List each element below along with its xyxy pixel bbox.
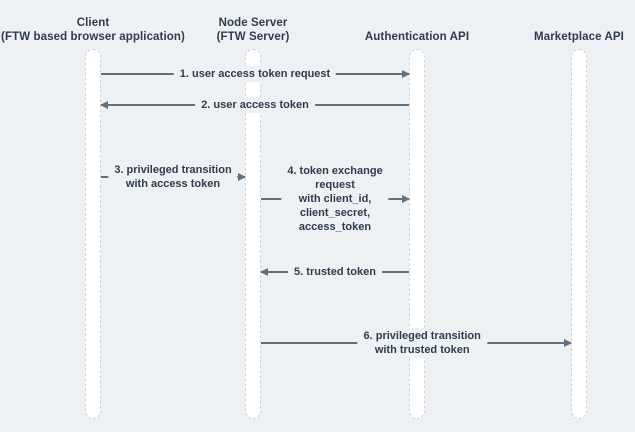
lifeline-marketplace-api xyxy=(571,49,587,419)
participant-marketplace-api-name: Marketplace API xyxy=(534,31,624,43)
message-4-arrowhead-icon xyxy=(402,195,410,203)
participant-node-server: Node Server (FTW Server) xyxy=(217,12,290,44)
participant-authentication-api-name: Authentication API xyxy=(364,31,470,43)
message-3-label: 3. privileged transition with access tok… xyxy=(108,162,238,192)
message-2: 2. user access token xyxy=(100,97,409,113)
lifeline-node-server xyxy=(245,49,261,419)
message-4: 4. token exchange request with client_id… xyxy=(261,163,410,235)
message-2-arrowhead-icon xyxy=(100,101,108,109)
participant-client-subtitle: (FTW based browser application) xyxy=(1,31,185,43)
message-3-label-line: with access token xyxy=(125,178,221,190)
lifeline-client xyxy=(85,49,101,419)
message-5: 5. trusted token xyxy=(260,264,409,280)
participant-authentication-api: Authentication API xyxy=(365,12,469,44)
message-2-label: 2. user access token xyxy=(195,97,315,113)
message-6-label: 6. privileged transition with trusted to… xyxy=(357,328,487,358)
message-6-label-line: 6. privileged transition xyxy=(363,330,481,342)
participant-client-name: Client xyxy=(76,17,110,29)
lifeline-authentication-api xyxy=(409,49,425,419)
message-4-label-line: access_token xyxy=(298,221,372,233)
participant-client: Client (FTW based browser application) xyxy=(1,12,185,44)
participant-node-server-name: Node Server xyxy=(218,17,288,29)
message-6-arrowhead-icon xyxy=(564,339,572,347)
message-6: 6. privileged transition with trusted to… xyxy=(261,328,572,358)
message-5-label-line: 5. trusted token xyxy=(294,266,376,278)
message-1-label-line: 1. user access token request xyxy=(179,68,331,80)
message-3-arrowhead-icon xyxy=(238,173,246,181)
message-3: 3. privileged transition with access tok… xyxy=(101,162,246,192)
message-4-label-line: request xyxy=(315,179,355,191)
message-1-arrowhead-icon xyxy=(402,70,410,78)
message-4-label-line: client_secret, xyxy=(299,207,371,219)
message-4-label-line: 4. token exchange xyxy=(287,165,383,177)
message-4-label-line: with client_id, xyxy=(298,193,372,205)
message-1: 1. user access token request xyxy=(101,66,410,82)
message-2-label-line: 2. user access token xyxy=(201,99,309,111)
participant-node-server-subtitle: (FTW Server) xyxy=(216,31,290,43)
message-3-label-line: 3. privileged transition xyxy=(114,164,232,176)
message-5-arrowhead-icon xyxy=(260,268,268,276)
message-6-label-line: with trusted token xyxy=(374,344,470,356)
message-1-label: 1. user access token request xyxy=(173,66,337,82)
message-4-label: 4. token exchange request with client_id… xyxy=(281,163,389,235)
participant-marketplace-api: Marketplace API xyxy=(534,12,624,44)
message-5-label: 5. trusted token xyxy=(288,264,382,280)
